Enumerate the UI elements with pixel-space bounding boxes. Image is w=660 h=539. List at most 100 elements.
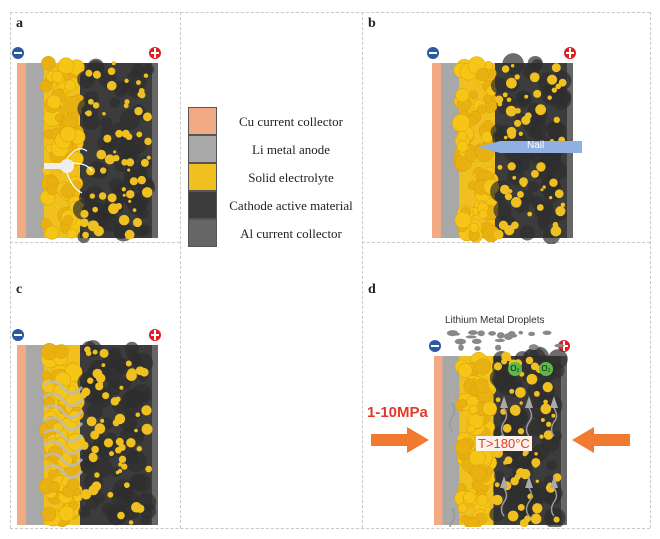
cathode-particle <box>113 150 117 154</box>
cathode-particle <box>135 366 145 376</box>
divider <box>10 12 11 528</box>
li-anode-layer <box>442 356 460 525</box>
cu-collector-layer <box>17 345 26 525</box>
cathode-particle <box>531 457 541 468</box>
cathode-particle <box>87 98 94 105</box>
legend-label: Cathode active material <box>229 198 353 213</box>
electrolyte-particle <box>468 517 480 527</box>
cathode-particle <box>521 115 531 125</box>
cathode-particle <box>136 446 142 452</box>
cathode-particle <box>507 162 516 171</box>
cathode-particle <box>87 377 94 384</box>
gas-arrow-icon <box>525 476 533 488</box>
cathode-particle <box>100 418 105 423</box>
cathode-particle <box>91 445 99 454</box>
electrolyte-particle <box>54 344 69 359</box>
cathode-particle <box>558 78 567 87</box>
cathode-particle <box>144 425 150 431</box>
cu-collector-layer <box>434 356 443 525</box>
cathode-particle <box>107 67 116 76</box>
legend-label: Li metal anode <box>252 142 330 157</box>
legend-swatch <box>188 107 217 135</box>
cathode-particle <box>535 479 539 483</box>
divider <box>180 12 181 528</box>
legend-label: Solid electrolyte <box>248 170 334 185</box>
cathode-particle <box>118 214 130 226</box>
electrolyte-particle <box>474 378 489 394</box>
panel-label-c: c <box>16 282 23 297</box>
panel-label-a: a <box>16 16 23 31</box>
cathode-particle <box>92 349 98 355</box>
cathode-particle <box>507 510 519 522</box>
cathode-particle <box>140 158 149 167</box>
electrolyte-particle <box>483 94 493 104</box>
electrolyte-particle <box>54 113 64 123</box>
cathode-particle <box>88 453 98 463</box>
cathode-particle <box>94 423 106 434</box>
cathode-particle <box>94 472 100 478</box>
lithium-droplet <box>531 344 538 350</box>
cathode-particle <box>524 94 529 99</box>
cathode-particle <box>128 520 134 525</box>
cathode-particle <box>115 437 124 446</box>
electrolyte-particle <box>477 104 487 114</box>
dendrite-icon <box>43 452 84 467</box>
cathode-particle <box>125 133 133 141</box>
cathode-particle <box>551 63 561 73</box>
cathode-particle <box>533 390 540 397</box>
cathode-particle <box>517 428 525 435</box>
cathode-particle <box>86 416 97 427</box>
cathode-particle <box>531 170 539 178</box>
al-collector-layer <box>152 63 158 238</box>
cathode-particle <box>99 348 109 358</box>
gas-arrow-icon <box>500 396 508 408</box>
cathode-particle <box>549 178 558 187</box>
cathode-particle <box>510 406 521 416</box>
electrolyte-particle <box>456 131 468 142</box>
lithium-droplet <box>474 346 481 351</box>
dendrite-icon <box>43 380 84 395</box>
legend-label: Cu current collector <box>239 114 343 129</box>
electrolyte-particle <box>476 494 489 506</box>
cathode-particle <box>98 192 107 200</box>
electrolyte-particle <box>454 211 472 229</box>
cathode-particle <box>543 399 548 405</box>
cathode-particle <box>134 428 138 433</box>
cathode-particle <box>505 105 517 117</box>
cathode-particle <box>529 72 540 83</box>
cathode-particle <box>118 462 123 467</box>
electrolyte-particle <box>64 79 76 92</box>
electrolyte-particle <box>61 184 76 199</box>
cathode-particle <box>101 363 106 368</box>
electrolyte-particle <box>466 424 475 434</box>
cathode-particle <box>546 421 552 427</box>
battery-cell-d <box>429 340 570 527</box>
electrolyte-particle <box>482 401 498 416</box>
li-anode-layer <box>26 63 44 238</box>
electrolyte-particle <box>474 358 492 375</box>
cathode-particle <box>520 468 531 480</box>
cathode-particle <box>112 419 120 427</box>
dendrite-icon <box>43 428 84 443</box>
panel-label-b: b <box>368 16 376 31</box>
electrolyte-particle <box>454 439 472 456</box>
cathode-particle <box>85 69 93 77</box>
divider <box>362 12 363 528</box>
cathode-particle <box>508 189 513 194</box>
divider <box>362 242 650 243</box>
cathode-particle <box>86 166 96 176</box>
cathode-particle <box>527 211 533 217</box>
cathode-particle <box>515 108 521 114</box>
lithium-droplet <box>504 333 513 341</box>
oxygen-icon: O₂ <box>508 362 522 376</box>
cathode-particle <box>85 110 92 117</box>
dendrite-icon <box>43 440 84 455</box>
electrolyte-particle <box>48 481 61 493</box>
cathode-particle <box>102 392 110 400</box>
droplets-icon <box>446 330 565 351</box>
cathode-particle <box>540 403 552 415</box>
cathode-particle <box>497 101 503 107</box>
electrolyte-particle <box>39 79 53 93</box>
electrolyte-particle <box>41 55 56 71</box>
